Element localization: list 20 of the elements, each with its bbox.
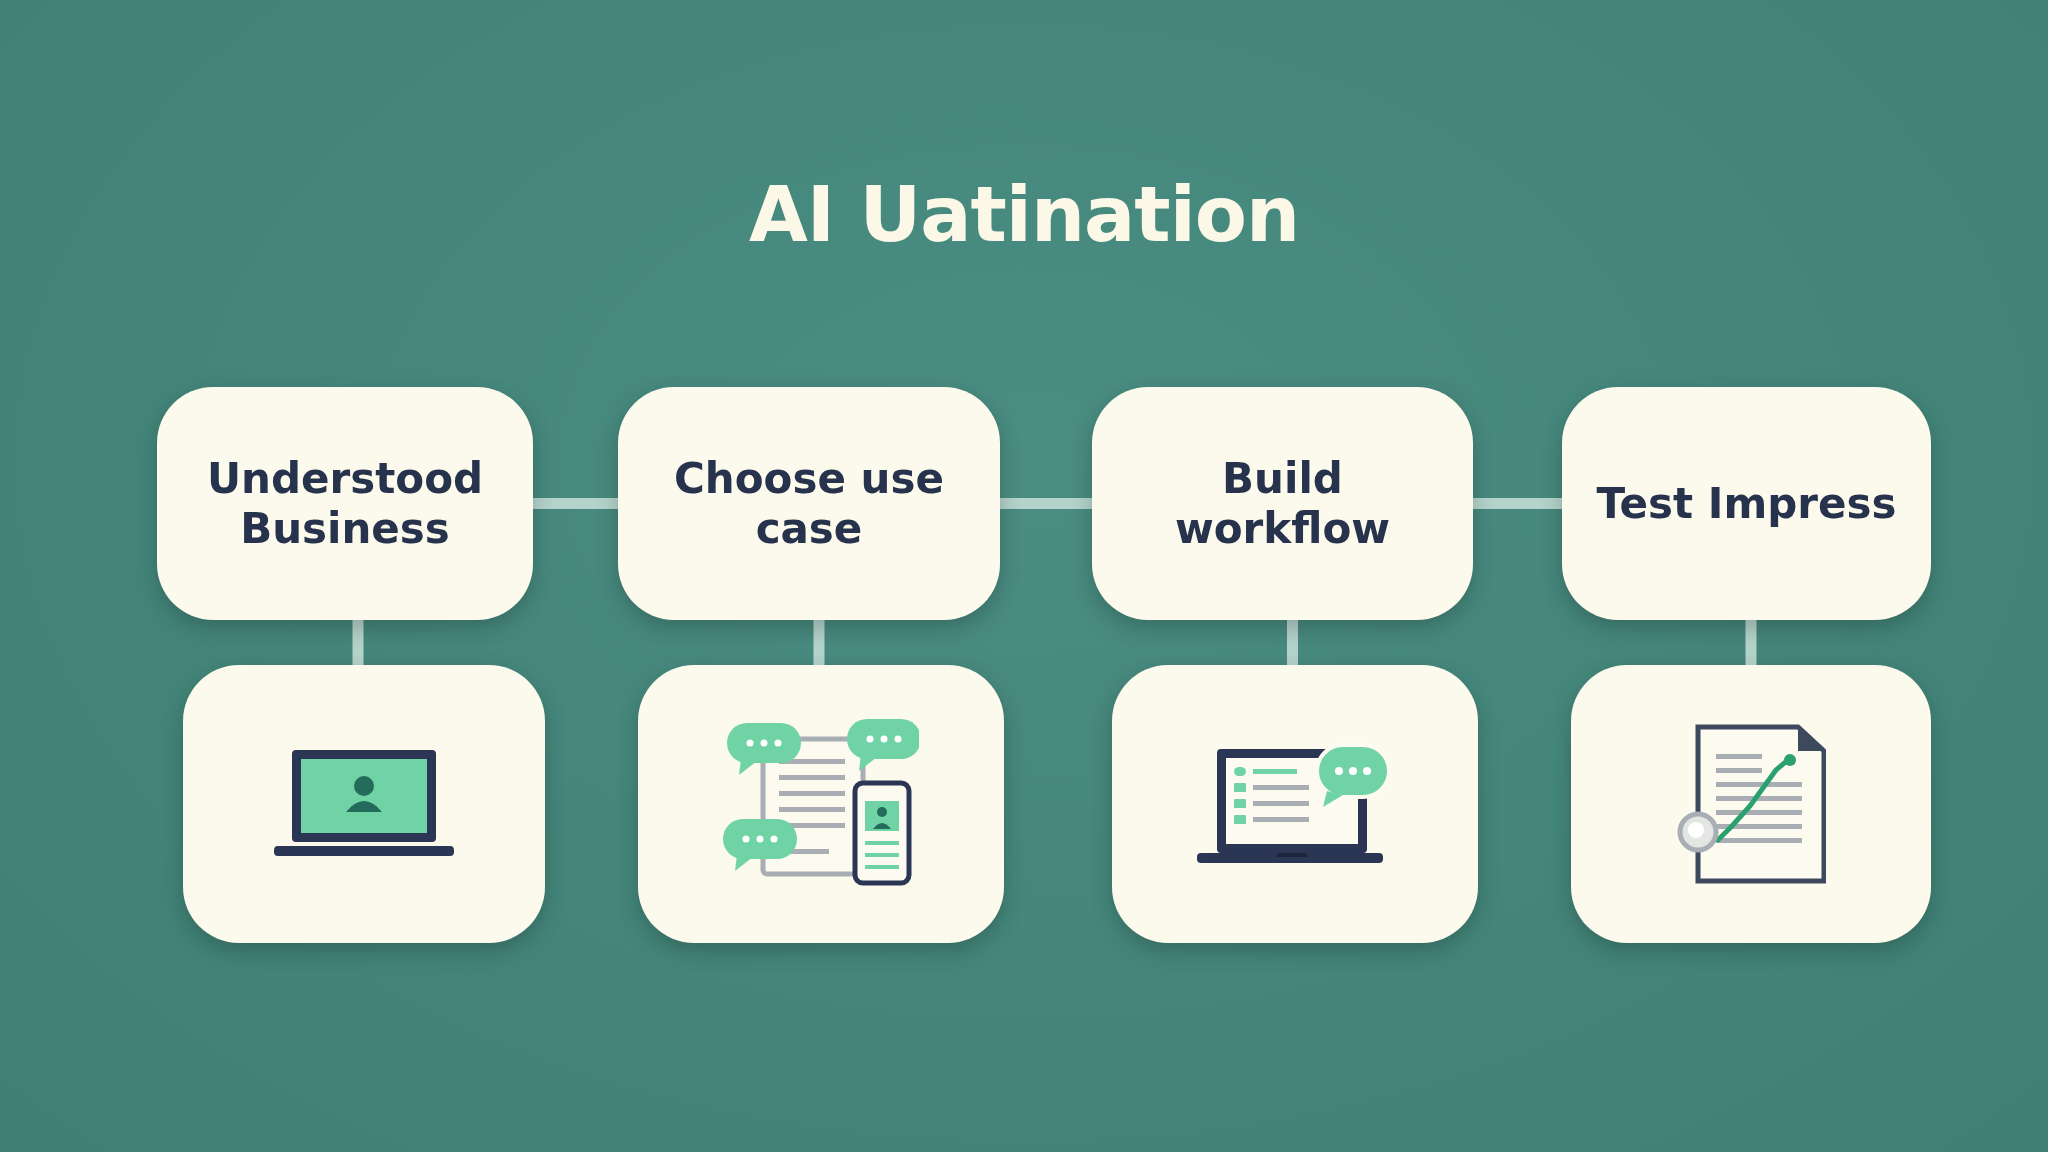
icon-card: [638, 665, 1004, 943]
icon-card: [1571, 665, 1931, 943]
step-card: [1092, 387, 1473, 620]
icon-card: [1112, 665, 1478, 943]
connector-line: [1745, 620, 1757, 665]
connector-line: [352, 620, 364, 665]
icon-card: [183, 665, 545, 943]
connector-line: [1000, 498, 1092, 509]
step-card: [618, 387, 1000, 620]
title: AI Uatination: [749, 170, 1299, 259]
connector-line: [533, 498, 618, 509]
step-label: Test Impress: [1595, 478, 1898, 529]
connector-line: [1287, 620, 1298, 665]
step-card: [1562, 387, 1931, 620]
step-card: [157, 387, 533, 620]
connector-line: [813, 620, 825, 665]
step-label: Understood Business: [205, 453, 485, 554]
step-label: Build workflow: [1173, 453, 1392, 554]
connector-line: [1473, 498, 1562, 509]
step-label: Choose use case: [673, 453, 945, 554]
